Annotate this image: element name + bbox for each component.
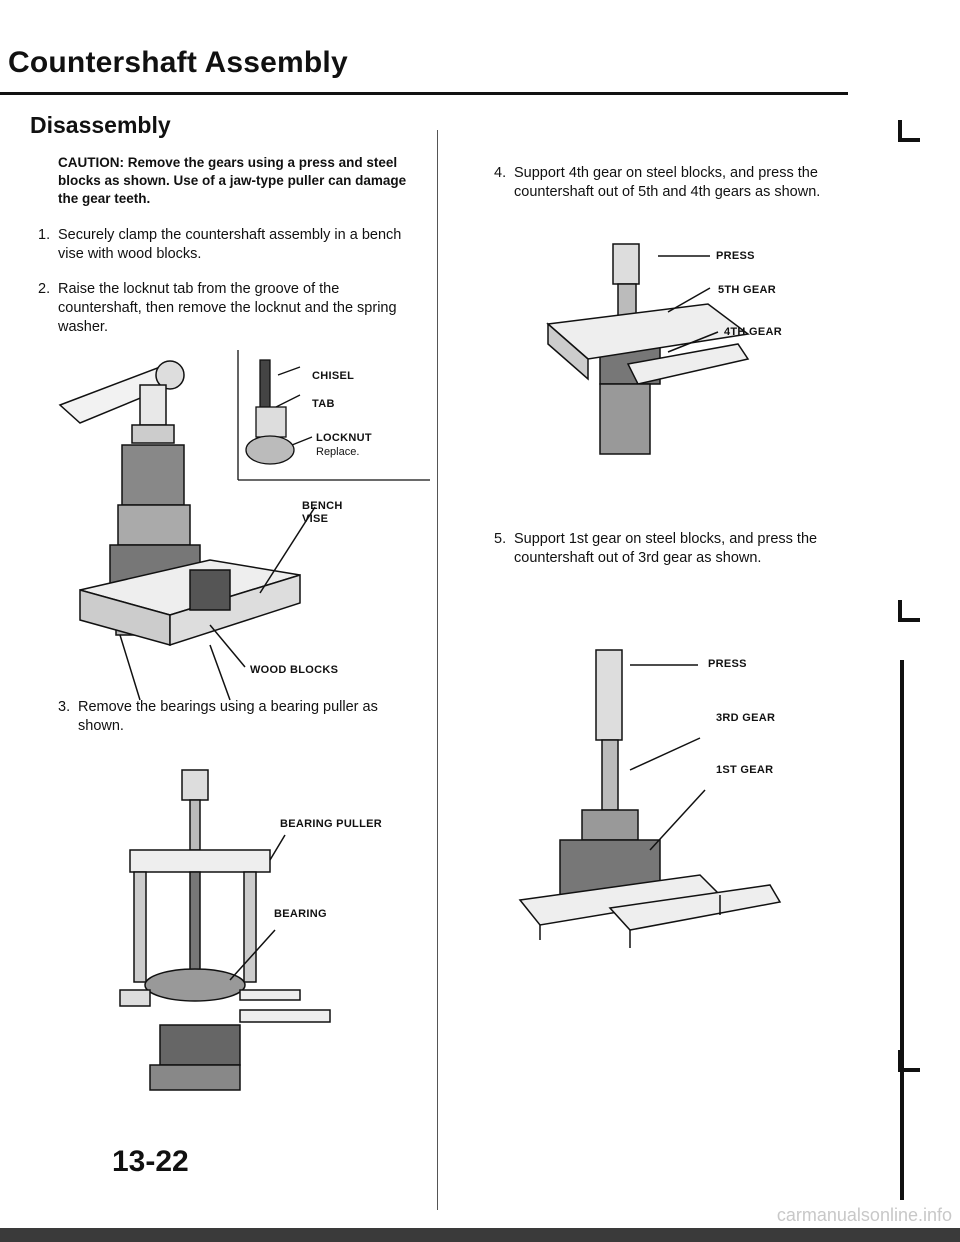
title-rule: [0, 92, 848, 95]
label-press-1: PRESS: [716, 250, 755, 262]
label-1st-gear: 1ST GEAR: [716, 764, 774, 776]
step-5: 5. Support 1st gear on steel blocks, and…: [494, 530, 850, 568]
press-3rd-1st-illustration: [518, 649, 782, 948]
column-divider: [437, 130, 438, 1210]
bearing-puller-illustration: [119, 769, 331, 1091]
label-tab: TAB: [312, 398, 335, 410]
label-3rd-gear: 3RD GEAR: [716, 712, 776, 724]
step-number: 2.: [38, 281, 51, 297]
caution-note: CAUTION: Remove the gears using a press …: [58, 155, 407, 206]
step-number: 5.: [494, 531, 507, 547]
label-chisel: CHISEL: [312, 370, 355, 382]
label-4th-gear: 4TH GEAR: [724, 326, 783, 338]
label-bearing-puller: BEARING PULLER: [280, 818, 382, 830]
label-5th-gear: 5TH GEAR: [718, 284, 777, 296]
step-text: Support 1st gear on steel blocks, and pr…: [514, 531, 818, 566]
press-5th-4th-illustration: [546, 243, 750, 455]
step-text: Securely clamp the countershaft assembly…: [58, 227, 402, 262]
step-2: 2. Raise the locknut tab from the groove…: [38, 280, 420, 337]
page-title: Countershaft Assembly: [8, 46, 348, 79]
step-4: 4. Support 4th gear on steel blocks, and…: [494, 164, 850, 202]
label-locknut-note: Replace.: [316, 446, 360, 458]
label-vise: VISE: [302, 513, 329, 525]
section-title: Disassembly: [30, 112, 171, 138]
margin-marks: [898, 120, 920, 1200]
step-number: 3.: [58, 699, 71, 715]
step-3: 3. Remove the bearings using a bearing p…: [58, 698, 420, 736]
label-bearing: BEARING: [274, 908, 327, 920]
countershaft-vise-illustration: [58, 350, 430, 701]
step-text: Support 4th gear on steel blocks, and pr…: [514, 165, 821, 200]
step-1: 1. Securely clamp the countershaft assem…: [38, 226, 420, 264]
step-number: 4.: [494, 165, 507, 181]
label-locknut: LOCKNUT: [316, 432, 372, 444]
step-text: Remove the bearings using a bearing pull…: [78, 699, 378, 734]
bottom-bar: [0, 1228, 960, 1242]
label-bench: BENCH: [302, 500, 343, 512]
page-number: 13-22: [112, 1145, 189, 1178]
label-press-2: PRESS: [708, 658, 747, 670]
step-number: 1.: [38, 227, 51, 243]
step-text: Raise the locknut tab from the groove of…: [58, 281, 397, 335]
label-wood-blocks: WOOD BLOCKS: [250, 664, 339, 676]
watermark: carmanualsonline.info: [776, 1205, 952, 1225]
